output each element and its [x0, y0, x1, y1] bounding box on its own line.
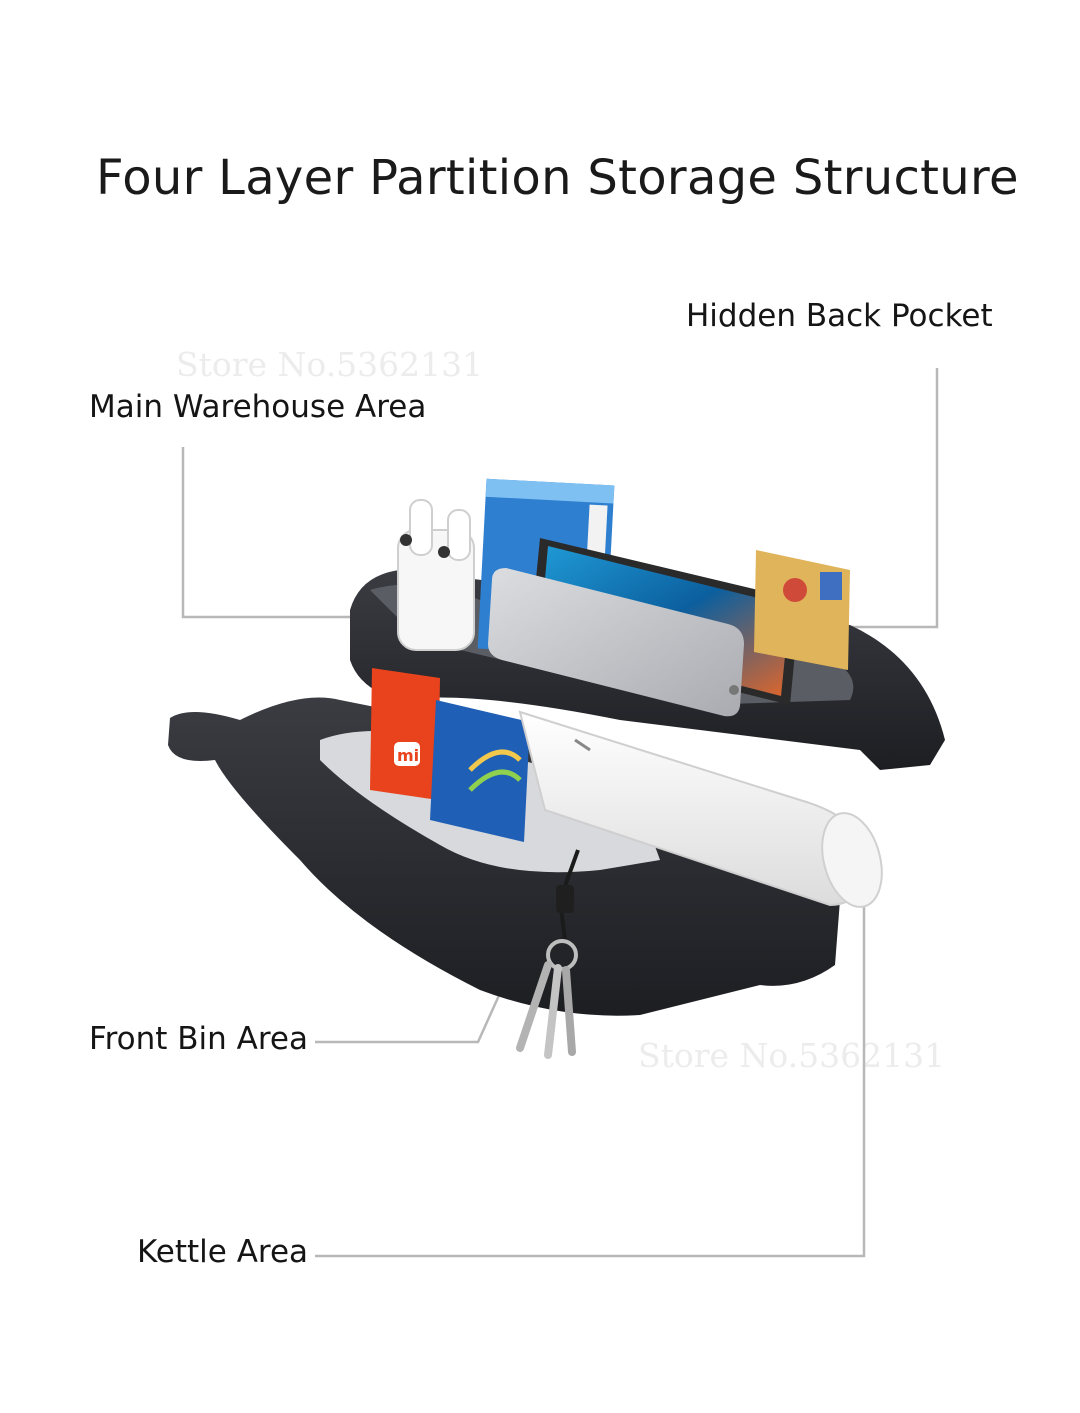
blue-card-icon	[430, 700, 530, 842]
page-title: Four Layer Partition Storage Structure	[96, 150, 1019, 206]
bank-card-icon	[754, 550, 850, 670]
watermark-top: Store No.5362131	[176, 345, 484, 384]
label-main-warehouse-area: Main Warehouse Area	[89, 389, 427, 425]
zipper-pull-icon	[556, 849, 580, 941]
keys-icon	[516, 939, 578, 1059]
xiaomi-box-icon: mi	[370, 668, 440, 800]
watermark-bottom: Store No.5362131	[638, 1036, 946, 1075]
leader-line-hidden-back-pocket	[830, 368, 939, 629]
power-bank-icon	[488, 568, 744, 717]
label-hidden-back-pocket: Hidden Back Pocket	[686, 298, 993, 334]
brand-logo: mi	[397, 746, 419, 765]
label-front-bin-area: Front Bin Area	[89, 1021, 308, 1057]
water-bottle-icon	[518, 710, 883, 908]
leader-line-kettle	[315, 868, 866, 1258]
earbuds-case-icon	[397, 499, 475, 651]
label-kettle-area: Kettle Area	[137, 1234, 309, 1270]
